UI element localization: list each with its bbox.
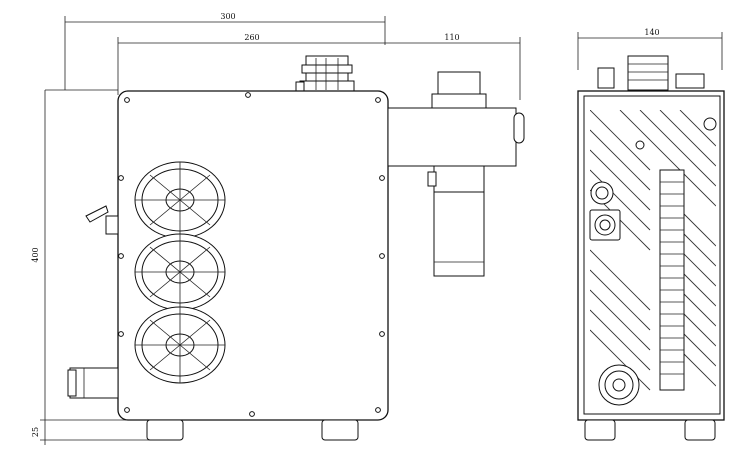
end-indicator xyxy=(635,140,645,150)
side-fittings xyxy=(67,205,119,399)
end-round-connector xyxy=(590,181,614,205)
end-top-right-slot xyxy=(703,117,717,131)
top-connector xyxy=(295,55,355,93)
dimension-110-label: 110 xyxy=(444,33,459,42)
dimension-140: 140 xyxy=(577,28,723,70)
end-inner-panel xyxy=(583,95,721,415)
side-foot-right xyxy=(321,419,359,441)
dimension-110: 110 xyxy=(385,33,521,100)
dimension-260-label: 260 xyxy=(244,33,259,42)
dimension-25-label: 25 xyxy=(31,427,40,437)
end-bottom-connector xyxy=(598,364,640,406)
fan-3 xyxy=(134,306,226,384)
end-foot-right xyxy=(684,419,716,441)
end-center-coil xyxy=(659,169,685,391)
dimension-400: 400 xyxy=(31,89,118,420)
dimension-140-label: 140 xyxy=(644,28,659,37)
side-foot-left xyxy=(146,419,184,441)
end-foot-left xyxy=(584,419,616,441)
fan-1 xyxy=(134,161,226,239)
side-view: 300 260 110 400 25 xyxy=(31,12,525,445)
dimension-300-label: 300 xyxy=(220,12,235,21)
end-vent-slots xyxy=(590,110,716,391)
dimension-260: 260 xyxy=(117,33,385,95)
end-top-connectors xyxy=(597,55,705,91)
scan-head xyxy=(387,71,525,277)
fan-2 xyxy=(134,233,226,311)
end-square-socket xyxy=(589,209,621,241)
end-view: 140 xyxy=(577,28,725,441)
dimension-400-label: 400 xyxy=(31,247,40,262)
dimension-300: 300 xyxy=(64,12,386,90)
case-screws xyxy=(118,92,385,417)
